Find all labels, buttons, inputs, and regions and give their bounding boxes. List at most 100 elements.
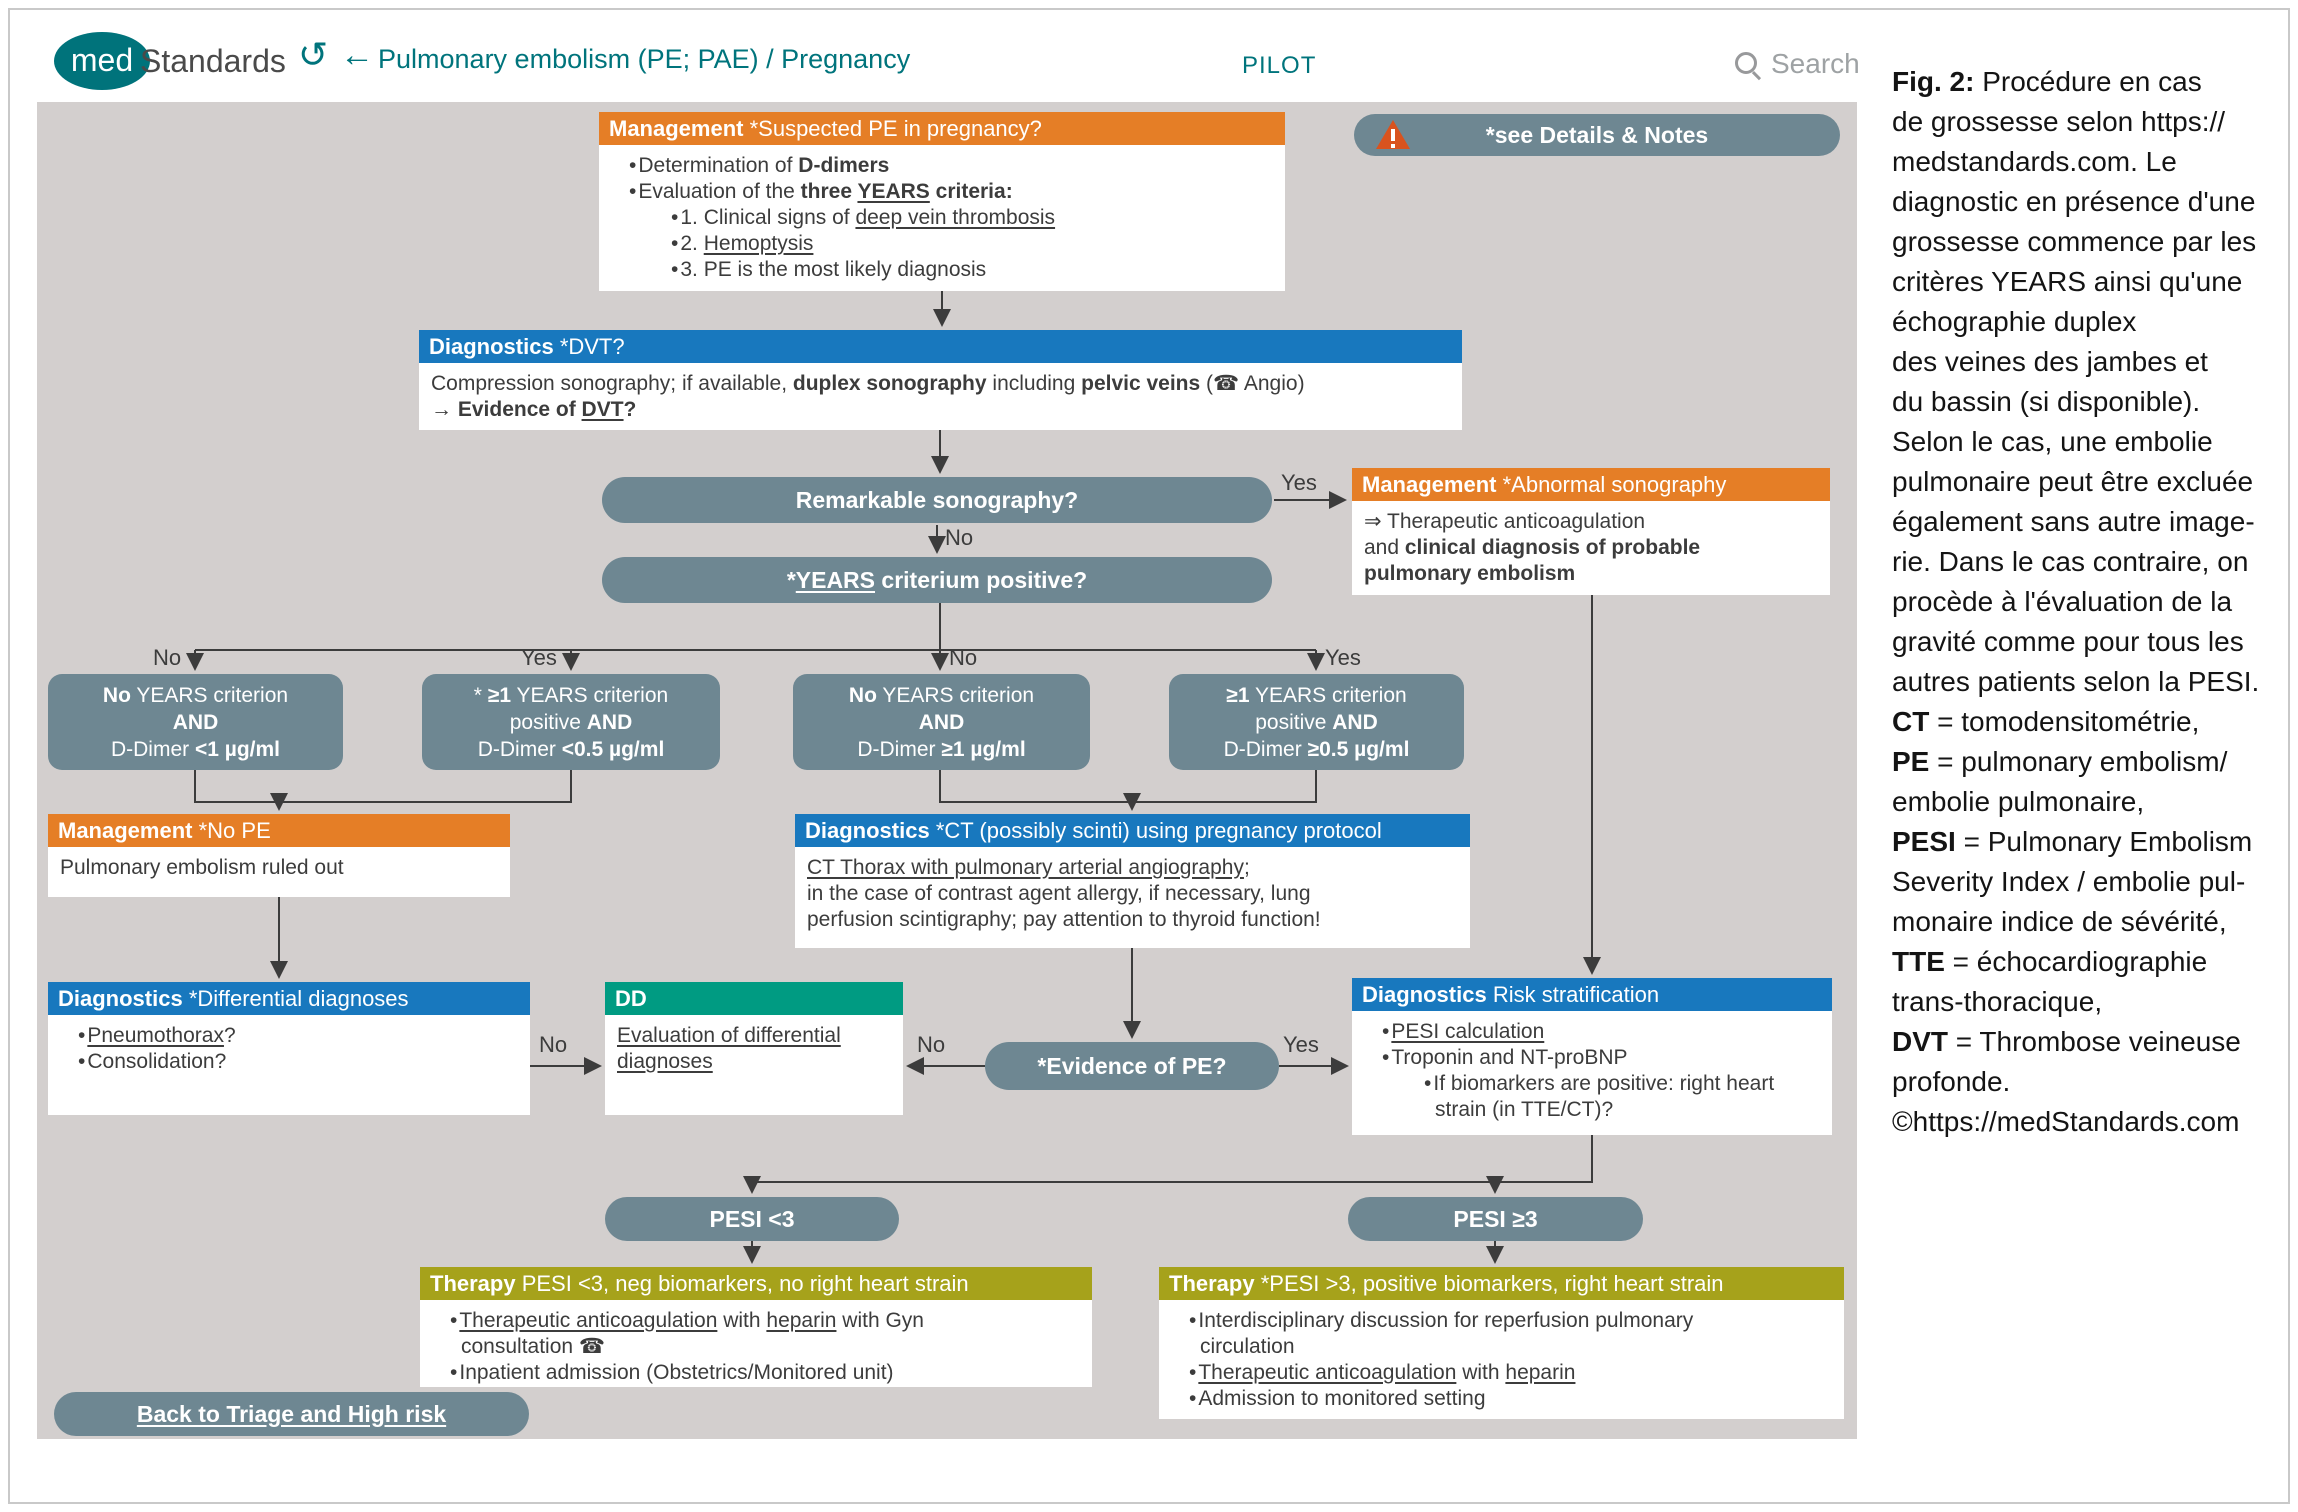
link-text[interactable]: Back to Triage and High risk	[136, 1400, 447, 1427]
text-segment: ?	[623, 398, 637, 421]
bullet: •	[1189, 1309, 1197, 1332]
node-diagnostics-risk-stratification: Diagnostics Risk stratification •PESI ca…	[1352, 978, 1832, 1135]
node-diagnostics-differential-diagnoses: Diagnostics *Differential diagnoses •Pne…	[48, 982, 530, 1115]
text-segment: *	[786, 566, 796, 593]
text-line: autres patients selon la PESI.	[1892, 662, 2288, 702]
text-line: positive AND	[1169, 709, 1464, 736]
text-line: des veines des jambes et	[1892, 342, 2288, 382]
text-segment: *No PE	[198, 818, 271, 843]
back-to-triage-button[interactable]: Back to Triage and High risk	[54, 1392, 529, 1436]
text-line: strain (in TTE/CT)?	[1362, 1097, 1822, 1123]
decision-years-criterium: *YEARS criterium positive?	[602, 557, 1272, 603]
node-header: Therapy *PESI >3, positive biomarkers, r…	[1159, 1267, 1844, 1300]
node-body: •PESI calculation•Troponin and NT-proBNP…	[1352, 1011, 1832, 1131]
text-line: pulmonaire peut être excluée	[1892, 462, 2288, 502]
node-header: Management *No PE	[48, 814, 510, 847]
text-segment: TTE	[1892, 946, 1945, 977]
flowchart-canvas: Management *Suspected PE in pregnancy? •…	[37, 102, 1857, 1439]
search-input[interactable]: Search	[1735, 46, 1895, 86]
search-placeholder: Search	[1771, 48, 1860, 79]
bullet: •	[671, 232, 679, 255]
bullet: •	[1382, 1046, 1390, 1069]
link-text[interactable]: heparin	[1505, 1361, 1576, 1384]
link-text[interactable]: YEARS	[857, 180, 930, 203]
text-line: → Evidence of DVT?	[429, 397, 1452, 423]
text-segment: Consolidation?	[87, 1050, 227, 1073]
text-segment: YEARS criterion	[1249, 684, 1407, 707]
text-segment: criteria:	[929, 180, 1013, 203]
link-text[interactable]: Therapeutic anticoagulation	[459, 1309, 718, 1332]
text-segment: *	[473, 684, 488, 707]
text-segment: →	[431, 398, 458, 421]
text-line: pulmonary embolism	[1362, 561, 1820, 587]
text-segment: trans-thoracique,	[1892, 986, 2103, 1017]
node-header: DD	[605, 982, 903, 1015]
text-line: Selon le cas, une embolie	[1892, 422, 2288, 462]
decision-pesi-low: PESI <3	[605, 1197, 899, 1241]
text-line: D-Dimer ≥0.5 µg/ml	[1169, 736, 1464, 763]
edge-label-no: No	[153, 645, 182, 670]
text-segment: Diagnostics	[805, 818, 936, 843]
text-segment: Admission to monitored setting	[1198, 1387, 1486, 1410]
edge-label-no: No	[917, 1032, 946, 1057]
text-segment: AND	[1332, 711, 1378, 734]
text-segment: ≥1	[1226, 684, 1250, 707]
text-segment: pelvic veins	[1081, 372, 1201, 395]
pill-label: *Evidence of PE?	[1037, 1053, 1226, 1080]
node-header: Diagnostics *Differential diagnoses	[48, 982, 530, 1015]
text-segment: également sans autre image-	[1892, 506, 2255, 537]
node-body: •Determination of D-dimers•Evaluation of…	[599, 145, 1285, 291]
link-text[interactable]: diagnoses	[617, 1050, 713, 1073]
bullet: •	[629, 154, 637, 177]
link-text[interactable]: PESI calculation	[1391, 1020, 1545, 1043]
text-line: •Therapeutic anticoagulation with hepari…	[430, 1308, 1082, 1334]
link-text[interactable]: heparin	[766, 1309, 837, 1332]
link-text[interactable]: YEARS	[795, 566, 876, 593]
bullet: •	[450, 1361, 458, 1384]
bullet: •	[450, 1309, 458, 1332]
link-text[interactable]: Therapeutic anticoagulation	[1198, 1361, 1457, 1384]
text-line: CT = tomodensitométrie,	[1892, 702, 2288, 742]
text-line: in the case of contrast agent allergy, i…	[805, 881, 1460, 907]
node-management-abnormal-sonography: Management *Abnormal sonography ⇒ Therap…	[1352, 468, 1830, 595]
node-body: Compression sonography; if available, du…	[419, 363, 1462, 431]
link-text[interactable]: CT Thorax with pulmonary arterial angiog…	[807, 856, 1244, 879]
text-segment: PESI <3, neg biomarkers, no right heart …	[521, 1271, 969, 1296]
text-line: •If biomarkers are positive: right heart	[1362, 1071, 1822, 1097]
text-segment: duplex sonography	[792, 372, 987, 395]
decision-remarkable-sonography: Remarkable sonography?	[602, 477, 1272, 523]
text-segment: *Evidence of PE?	[1037, 1052, 1227, 1079]
text-segment: = pulmonary embolism/	[1929, 746, 2228, 777]
text-segment: Management	[1362, 472, 1503, 497]
node-body: •Pneumothorax?•Consolidation?	[48, 1015, 530, 1083]
link-text[interactable]: Hemoptysis	[703, 232, 814, 255]
text-segment: Therapy	[430, 1271, 522, 1296]
link-text[interactable]: Pneumothorax	[87, 1024, 224, 1047]
text-line: ⇒ Therapeutic anticoagulation	[1362, 509, 1820, 535]
text-line: Severity Index / embolie pul-	[1892, 862, 2288, 902]
text-line: PESI = Pulmonary Embolism	[1892, 822, 2288, 862]
bullet: •	[1424, 1072, 1432, 1095]
history-icon[interactable]: ↺	[298, 34, 329, 75]
bullet: •	[78, 1050, 86, 1073]
text-segment: three	[800, 180, 858, 203]
see-details-notes-button[interactable]: *see Details & Notes	[1354, 114, 1840, 156]
decision-evidence-of-pe: *Evidence of PE?	[985, 1042, 1279, 1090]
link-text[interactable]: Evaluation of differential	[617, 1024, 841, 1047]
decision-pesi-high: PESI ≥3	[1348, 1197, 1643, 1241]
node-header: Diagnostics *CT (possibly scinti) using …	[795, 814, 1470, 847]
text-line: DVT = Thrombose veineuse	[1892, 1022, 2288, 1062]
text-line: diagnostic en présence d'une	[1892, 182, 2288, 222]
text-segment: AND	[172, 711, 219, 734]
link-text[interactable]: DVT	[581, 398, 624, 421]
text-line: •Interdisciplinary discussion for reperf…	[1169, 1308, 1834, 1334]
text-segment: pulmonaire peut être excluée	[1892, 466, 2254, 497]
text-segment: autres patients selon la PESI.	[1892, 666, 2260, 697]
text-segment: AND	[586, 711, 633, 734]
link-text[interactable]: deep vein thrombosis	[855, 206, 1056, 229]
back-arrow-icon[interactable]: ←	[340, 36, 374, 74]
text-segment: Management	[609, 116, 750, 141]
